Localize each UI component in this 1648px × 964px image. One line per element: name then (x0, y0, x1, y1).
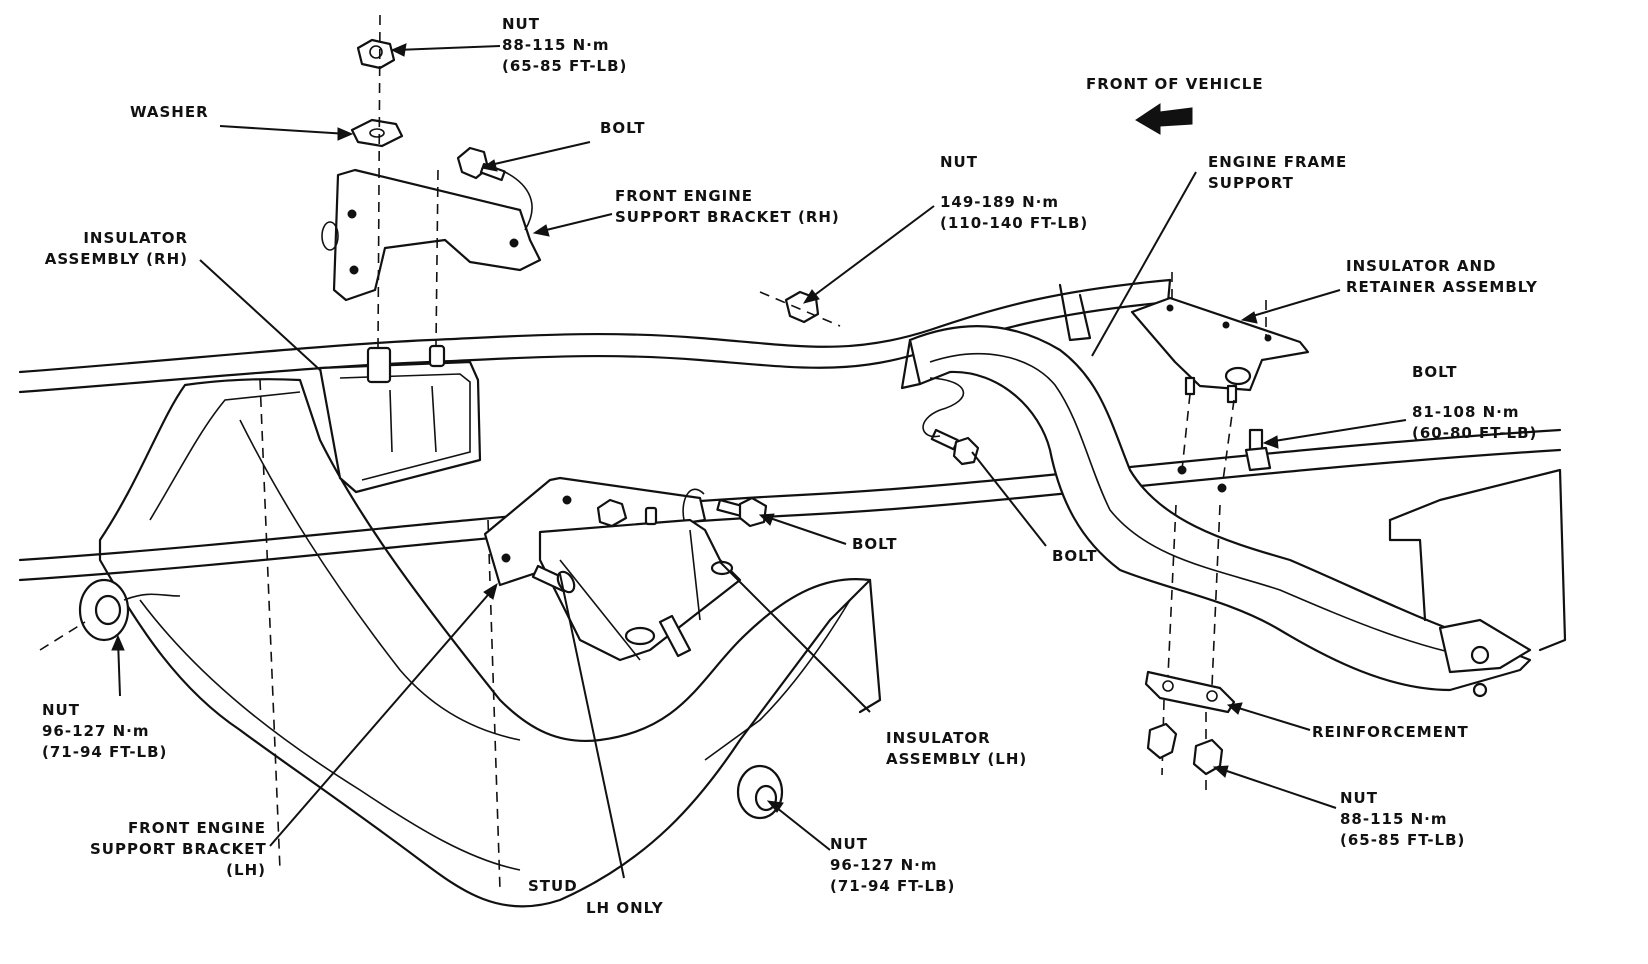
label-text: RETAINER ASSEMBLY (1346, 278, 1538, 296)
washer-top (350, 118, 404, 148)
label-text: NUT (42, 701, 80, 719)
label-bolt-mid: BOLT (1052, 547, 1098, 565)
label-insulator-retainer: INSULATOR AND RETAINER ASSEMBLY (1346, 256, 1538, 298)
label-text: (65-85 FT-LB) (502, 57, 628, 75)
bolt-mid (930, 428, 980, 466)
label-front-bracket-lh: FRONT ENGINE SUPPORT BRACKET (LH) (90, 818, 266, 881)
label-text: ASSEMBLY (RH) (44, 250, 188, 268)
insulator-lh (538, 498, 742, 662)
label-text: FRONT ENGINE (615, 187, 754, 205)
leader-lines (111, 43, 1407, 879)
label-text: NUT (940, 153, 978, 171)
insulator-retainer-assembly (1130, 296, 1310, 404)
label-bolt-top: BOLT (600, 119, 646, 137)
label-text: ENGINE FRAME (1208, 153, 1348, 171)
label-text: (65-85 FT-LB) (1340, 831, 1466, 849)
nut-bottom-right (1192, 738, 1224, 776)
nut-left (78, 578, 130, 642)
label-text: (71-94 FT-LB) (42, 743, 168, 761)
label-engine-frame-support: ENGINE FRAME SUPPORT (1208, 152, 1347, 194)
top-nut (356, 38, 396, 70)
label-front-of-vehicle: FRONT OF VEHICLE (1086, 75, 1264, 93)
insulator-rh (318, 344, 482, 494)
label-text: NUT (1340, 789, 1378, 807)
nut-bottom-left-right (1146, 722, 1178, 760)
label-text: (110-140 FT-LB) (940, 214, 1089, 232)
label-text: INSULATOR AND (1346, 257, 1497, 275)
label-text: 149-189 N·m (940, 193, 1059, 211)
label-insulator-lh: INSULATOR ASSEMBLY (LH) (886, 728, 1027, 770)
label-text: 88-115 N·m (502, 36, 610, 54)
label-text: FRONT ENGINE (127, 819, 266, 837)
label-text: SUPPORT (1208, 174, 1294, 192)
label-stud: STUD (528, 877, 578, 895)
label-text: 96-127 N·m (42, 722, 150, 740)
label-text: (71-94 FT-LB) (830, 877, 956, 895)
label-text: (60-80 FT-LB) (1412, 424, 1538, 442)
label-text: 81-108 N·m (1412, 403, 1520, 421)
label-text: INSULATOR (83, 229, 188, 247)
label-text: SUPPORT BRACKET (90, 840, 267, 858)
frame-rail (18, 278, 1562, 582)
label-nut-left: NUT 96-127 N·m (71-94 FT-LB) (42, 700, 167, 763)
left-arrow-icon (1135, 103, 1193, 135)
label-text: NUT (502, 15, 540, 33)
label-bolt-right: BOLT 81-108 N·m (60-80 FT-LB) (1412, 362, 1537, 444)
label-washer: WASHER (130, 103, 209, 121)
label-text: NUT (830, 835, 868, 853)
label-reinforcement: REINFORCEMENT (1312, 723, 1469, 741)
crossmember (98, 378, 882, 908)
label-text: 88-115 N·m (1340, 810, 1448, 828)
bolt-right (1244, 428, 1272, 472)
label-nut-center: NUT 149-189 N·m (110-140 FT-LB) (940, 152, 1088, 234)
label-lh-only: LH ONLY (586, 899, 664, 917)
front-engine-support-bracket-rh (321, 168, 542, 302)
label-nut-bottom-center: NUT 96-127 N·m (71-94 FT-LB) (830, 834, 955, 897)
reinforcement-plate (1144, 670, 1236, 714)
label-text: SUPPORT BRACKET (RH) (615, 208, 840, 226)
label-text: INSULATOR (886, 729, 991, 747)
label-nut-bottom-right: NUT 88-115 N·m (65-85 FT-LB) (1340, 788, 1465, 851)
label-text: (LH) (226, 861, 266, 879)
label-bolt-lh: BOLT (852, 535, 898, 553)
bolt-lh (716, 496, 768, 528)
label-nut-top: NUT 88-115 N·m (65-85 FT-LB) (502, 14, 627, 77)
label-text: ASSEMBLY (LH) (886, 750, 1028, 768)
label-text: BOLT (1412, 363, 1458, 381)
label-text: 96-127 N·m (830, 856, 938, 874)
label-front-bracket-rh: FRONT ENGINE SUPPORT BRACKET (RH) (615, 186, 840, 228)
label-insulator-rh: INSULATOR ASSEMBLY (RH) (28, 228, 188, 270)
engine-frame-support (900, 283, 1567, 698)
